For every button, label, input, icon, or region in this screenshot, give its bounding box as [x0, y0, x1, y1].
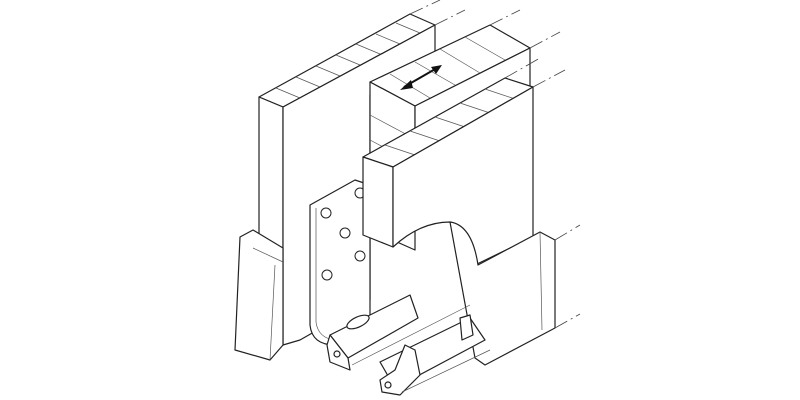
double-arrow-icon — [400, 65, 442, 90]
drawer-runner-slide — [326, 294, 491, 396]
mounting-bracket-plate — [309, 179, 371, 346]
left-plinth-foot — [234, 229, 284, 361]
drawer-front-panel — [362, 57, 566, 266]
